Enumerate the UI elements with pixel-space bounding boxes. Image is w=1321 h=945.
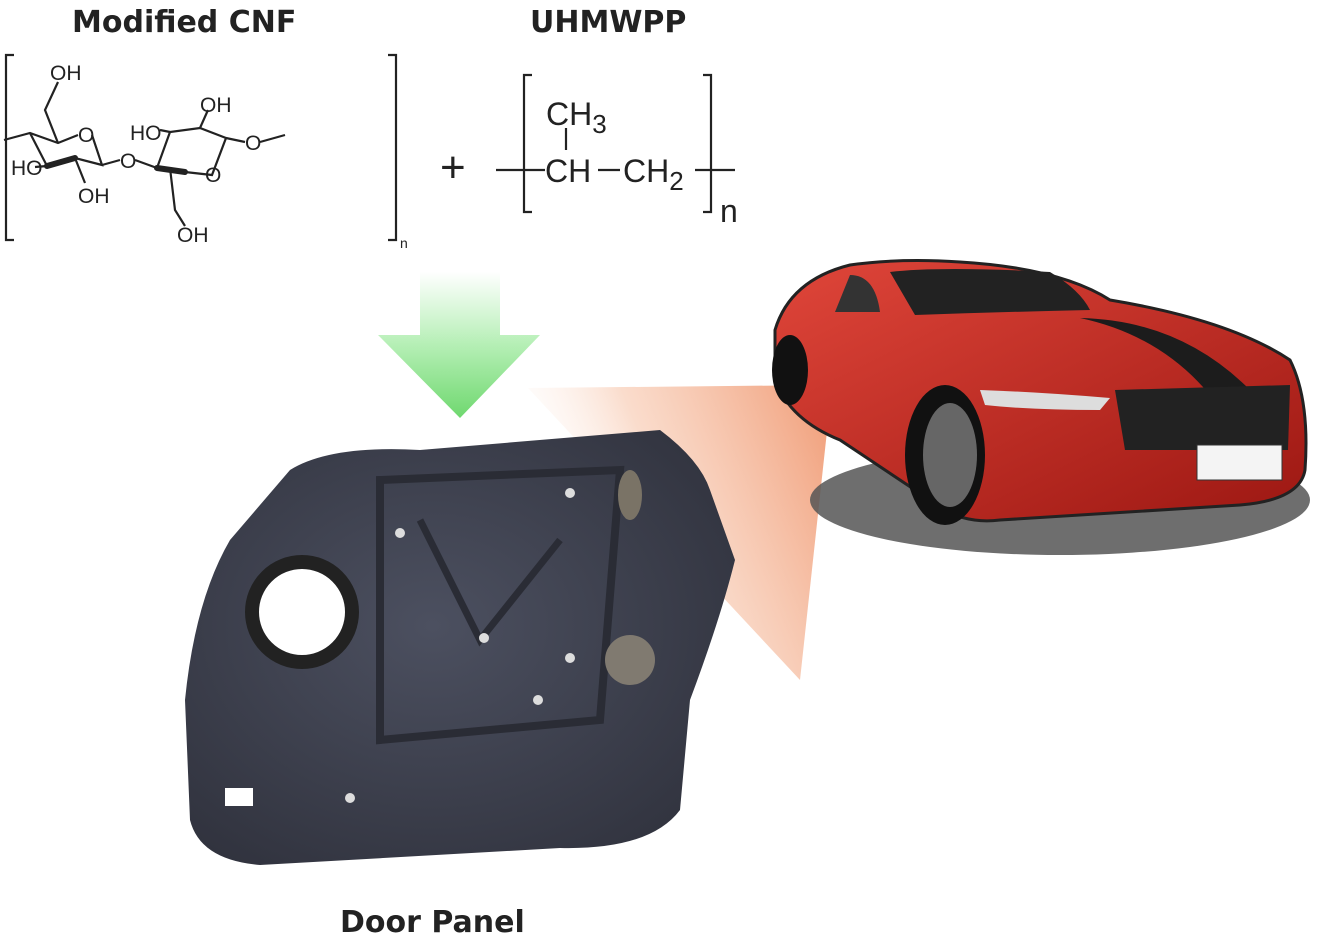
ho-group: HO xyxy=(130,122,162,145)
right-bracket xyxy=(703,73,713,214)
repeat-n: n xyxy=(400,235,408,251)
product-title: Door Panel xyxy=(340,905,525,940)
reactant-2-title: UHMWPP xyxy=(530,5,686,40)
ch2-group: CH2 xyxy=(623,153,684,196)
repeat-n: n xyxy=(720,193,738,229)
plus-sign: + xyxy=(440,143,466,192)
left-bracket xyxy=(522,73,532,214)
cnf-structure: OH HO OH O O HO OH O OH O n xyxy=(3,53,408,251)
pp-structure: CH3 CH CH2 n xyxy=(496,73,738,229)
ring-oxygen: O xyxy=(205,164,221,187)
door-panel-photo xyxy=(185,430,735,865)
glycosidic-oxygen: O xyxy=(245,132,261,155)
ch-group: CH xyxy=(545,153,591,189)
reactant-1-title: Modified CNF xyxy=(72,5,296,40)
oh-group: OH xyxy=(200,94,232,117)
methyl-group: CH3 xyxy=(546,96,607,139)
bridge-oxygen: O xyxy=(120,150,136,173)
oh-group: OH xyxy=(50,62,82,85)
car-illustration xyxy=(772,259,1310,555)
right-bracket xyxy=(388,53,398,242)
down-arrow-icon xyxy=(378,272,540,418)
left-bracket xyxy=(4,53,14,242)
ring-oxygen: O xyxy=(78,124,94,147)
ho-group: HO xyxy=(11,157,43,180)
oh-group: OH xyxy=(177,224,209,247)
oh-group: OH xyxy=(78,185,110,208)
